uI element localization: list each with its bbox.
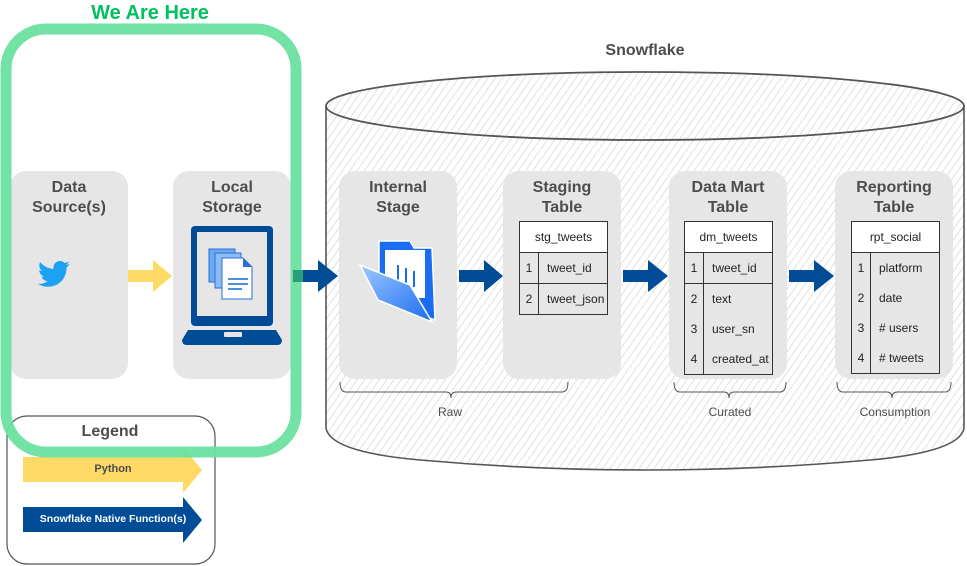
field-number: 2 [520, 284, 539, 314]
panel-title-line1: Staging [532, 179, 592, 196]
panel-title-line1: Reporting [856, 179, 932, 196]
table-row: 2 tweet_json [520, 283, 607, 314]
field-name: platform [879, 261, 923, 275]
native-arrow-upload [293, 260, 338, 292]
field-name: tweet_id [547, 261, 592, 275]
we-are-here-highlight [0, 23, 302, 458]
table-name: stg_tweets [520, 222, 607, 253]
table-row: 4 created_at [685, 344, 772, 374]
arrow-overlap [293, 270, 303, 282]
datamart-table-panel: Data Mart Table [669, 171, 787, 379]
legend-python-arrow [23, 447, 202, 493]
laptop-documents-icon [182, 226, 282, 345]
panel-title-line1: Internal [369, 179, 427, 196]
panel-title-line2: Table [707, 199, 749, 216]
field-name: date [879, 291, 903, 305]
field-name: # users [879, 321, 919, 335]
table-row: 2 date [852, 283, 939, 313]
reporting-table-panel: Reporting Table [835, 171, 953, 379]
table-row: 2 text [685, 283, 772, 314]
field-number: 1 [852, 253, 871, 283]
local-storage-panel: Local Storage [173, 171, 291, 379]
consumption-group-label: Consumption [859, 405, 931, 419]
table-name: rpt_social [852, 222, 939, 253]
we-are-here-title: We Are Here [91, 2, 209, 24]
open-folder-icon [358, 240, 436, 324]
table-row: 4 # tweets [852, 343, 939, 373]
panel-title-line2: Source(s) [32, 199, 106, 216]
field-number: 1 [520, 253, 539, 283]
field-name: tweet_json [547, 292, 605, 306]
panel-title-line1: Data [51, 179, 87, 196]
table-row: 1 tweet_id [685, 253, 772, 283]
legend-title: Legend [81, 423, 139, 440]
panel-title-line1: Local [211, 179, 253, 196]
panel-title-line1: Data Mart [691, 179, 765, 196]
field-number: 2 [852, 283, 871, 313]
field-number: 2 [685, 284, 704, 314]
field-number: 3 [852, 313, 871, 343]
stg-tweets-table[interactable]: stg_tweets 1 tweet_id 2 tweet_json [519, 221, 608, 315]
curated-brace [673, 381, 787, 399]
field-name: tweet_id [712, 261, 757, 275]
table-row: 1 platform [852, 253, 939, 283]
table-row: 1 tweet_id [520, 253, 607, 283]
field-name: # tweets [879, 351, 924, 365]
rpt-social-table[interactable]: rpt_social 1 platform 2 date 3 # users 4… [851, 221, 940, 374]
field-name: user_sn [712, 322, 755, 336]
field-name: created_at [712, 352, 769, 366]
data-source-panel: Data Source(s) [10, 171, 128, 379]
field-name: text [712, 292, 732, 306]
panel-title-line2: Table [873, 199, 915, 216]
twitter-bird-icon [38, 260, 70, 287]
field-number: 3 [685, 314, 704, 344]
table-row: 3 # users [852, 313, 939, 343]
data-source-panel-bg [10, 171, 128, 379]
raw-brace [339, 381, 569, 399]
legend-native-label: Snowflake Native Function(s) [39, 513, 187, 525]
field-number: 4 [685, 344, 704, 374]
python-arrow [128, 260, 172, 292]
field-number: 1 [685, 253, 704, 283]
panel-title-line2: Table [541, 199, 583, 216]
legend-python-label: Python [94, 463, 132, 475]
field-number: 4 [852, 343, 871, 373]
native-arrow-transform [623, 260, 668, 292]
consumption-brace [836, 381, 952, 399]
curated-group-label: Curated [708, 405, 752, 419]
dm-tweets-table[interactable]: dm_tweets 1 tweet_id 2 text 3 user_sn 4 … [684, 221, 773, 375]
snowflake-title: Snowflake [605, 42, 685, 59]
panel-title-line2: Stage [376, 199, 420, 216]
internal-stage-panel: Internal Stage [339, 171, 457, 379]
raw-group-label: Raw [437, 405, 462, 419]
snowflake-cylinder [325, 71, 965, 471]
native-arrow-copy-into [459, 260, 503, 292]
legend-native-arrow [23, 497, 202, 543]
table-name: dm_tweets [685, 222, 772, 253]
panel-title-line2: Storage [202, 199, 262, 216]
native-arrow-aggregate [789, 260, 834, 292]
table-row: 3 user_sn [685, 314, 772, 344]
staging-table-panel: Staging Table [503, 171, 621, 379]
